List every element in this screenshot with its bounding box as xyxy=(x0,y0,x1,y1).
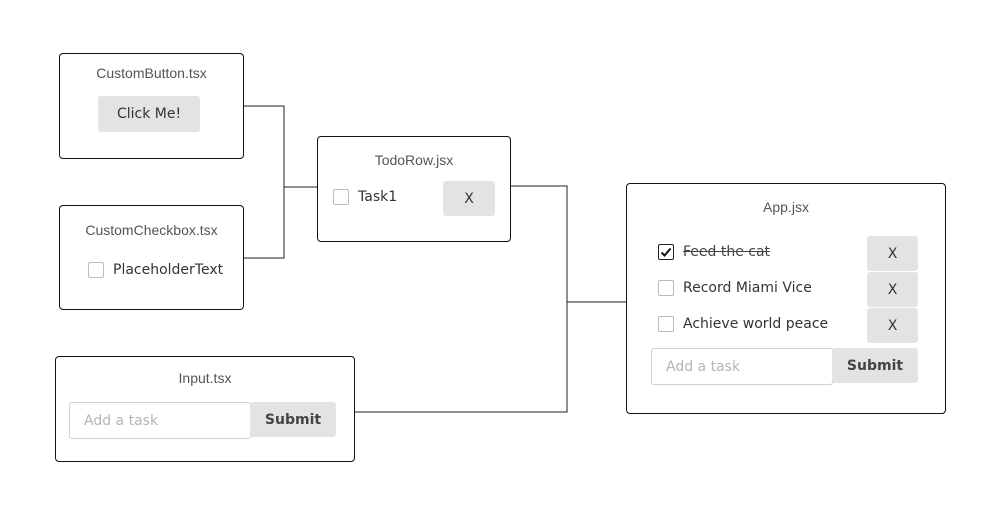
placeholder-checkbox[interactable] xyxy=(88,262,104,278)
todo-label: Record Miami Vice xyxy=(683,280,812,296)
app-component: App.jsx Feed the cat X Record Miami Vice… xyxy=(626,183,946,414)
component-title: App.jsx xyxy=(763,199,809,215)
todo-checkbox[interactable] xyxy=(658,316,674,332)
custom-button-component: CustomButton.tsx Click Me! xyxy=(59,53,244,159)
connector-todorow-to-app xyxy=(511,185,627,303)
component-title: CustomCheckbox.tsx xyxy=(85,222,218,238)
todo-row-component: TodoRow.jsx Task1 X xyxy=(317,136,511,242)
delete-todo-button[interactable]: X xyxy=(867,308,918,343)
task-label: Task1 xyxy=(358,189,398,205)
delete-task-button[interactable]: X xyxy=(443,181,495,216)
add-task-input[interactable]: Add a task xyxy=(69,402,251,439)
submit-button[interactable]: Submit xyxy=(832,348,918,383)
component-title: TodoRow.jsx xyxy=(374,152,454,168)
delete-todo-button[interactable]: X xyxy=(867,236,918,271)
task-checkbox[interactable] xyxy=(333,189,349,205)
todo-checkbox[interactable] xyxy=(658,280,674,296)
connector-button-to-todorow xyxy=(244,105,318,188)
custom-checkbox-component: CustomCheckbox.tsx PlaceholderText xyxy=(59,205,244,310)
component-title: CustomButton.tsx xyxy=(96,65,207,81)
submit-button[interactable]: Submit xyxy=(250,402,336,437)
add-task-input[interactable]: Add a task xyxy=(651,348,833,385)
todo-label: Achieve world peace xyxy=(683,316,829,332)
todo-checkbox-checked[interactable] xyxy=(658,244,674,260)
component-title: Input.tsx xyxy=(178,370,232,386)
checkmark-icon xyxy=(660,247,672,257)
connector-checkbox-to-todorow xyxy=(244,187,285,259)
connector-input-to-app xyxy=(355,302,568,413)
checkbox-label: PlaceholderText xyxy=(113,262,224,278)
input-component: Input.tsx Add a task Submit xyxy=(55,356,355,462)
delete-todo-button[interactable]: X xyxy=(867,272,918,307)
todo-label: Feed the cat xyxy=(683,244,771,260)
click-me-button[interactable]: Click Me! xyxy=(98,96,200,132)
